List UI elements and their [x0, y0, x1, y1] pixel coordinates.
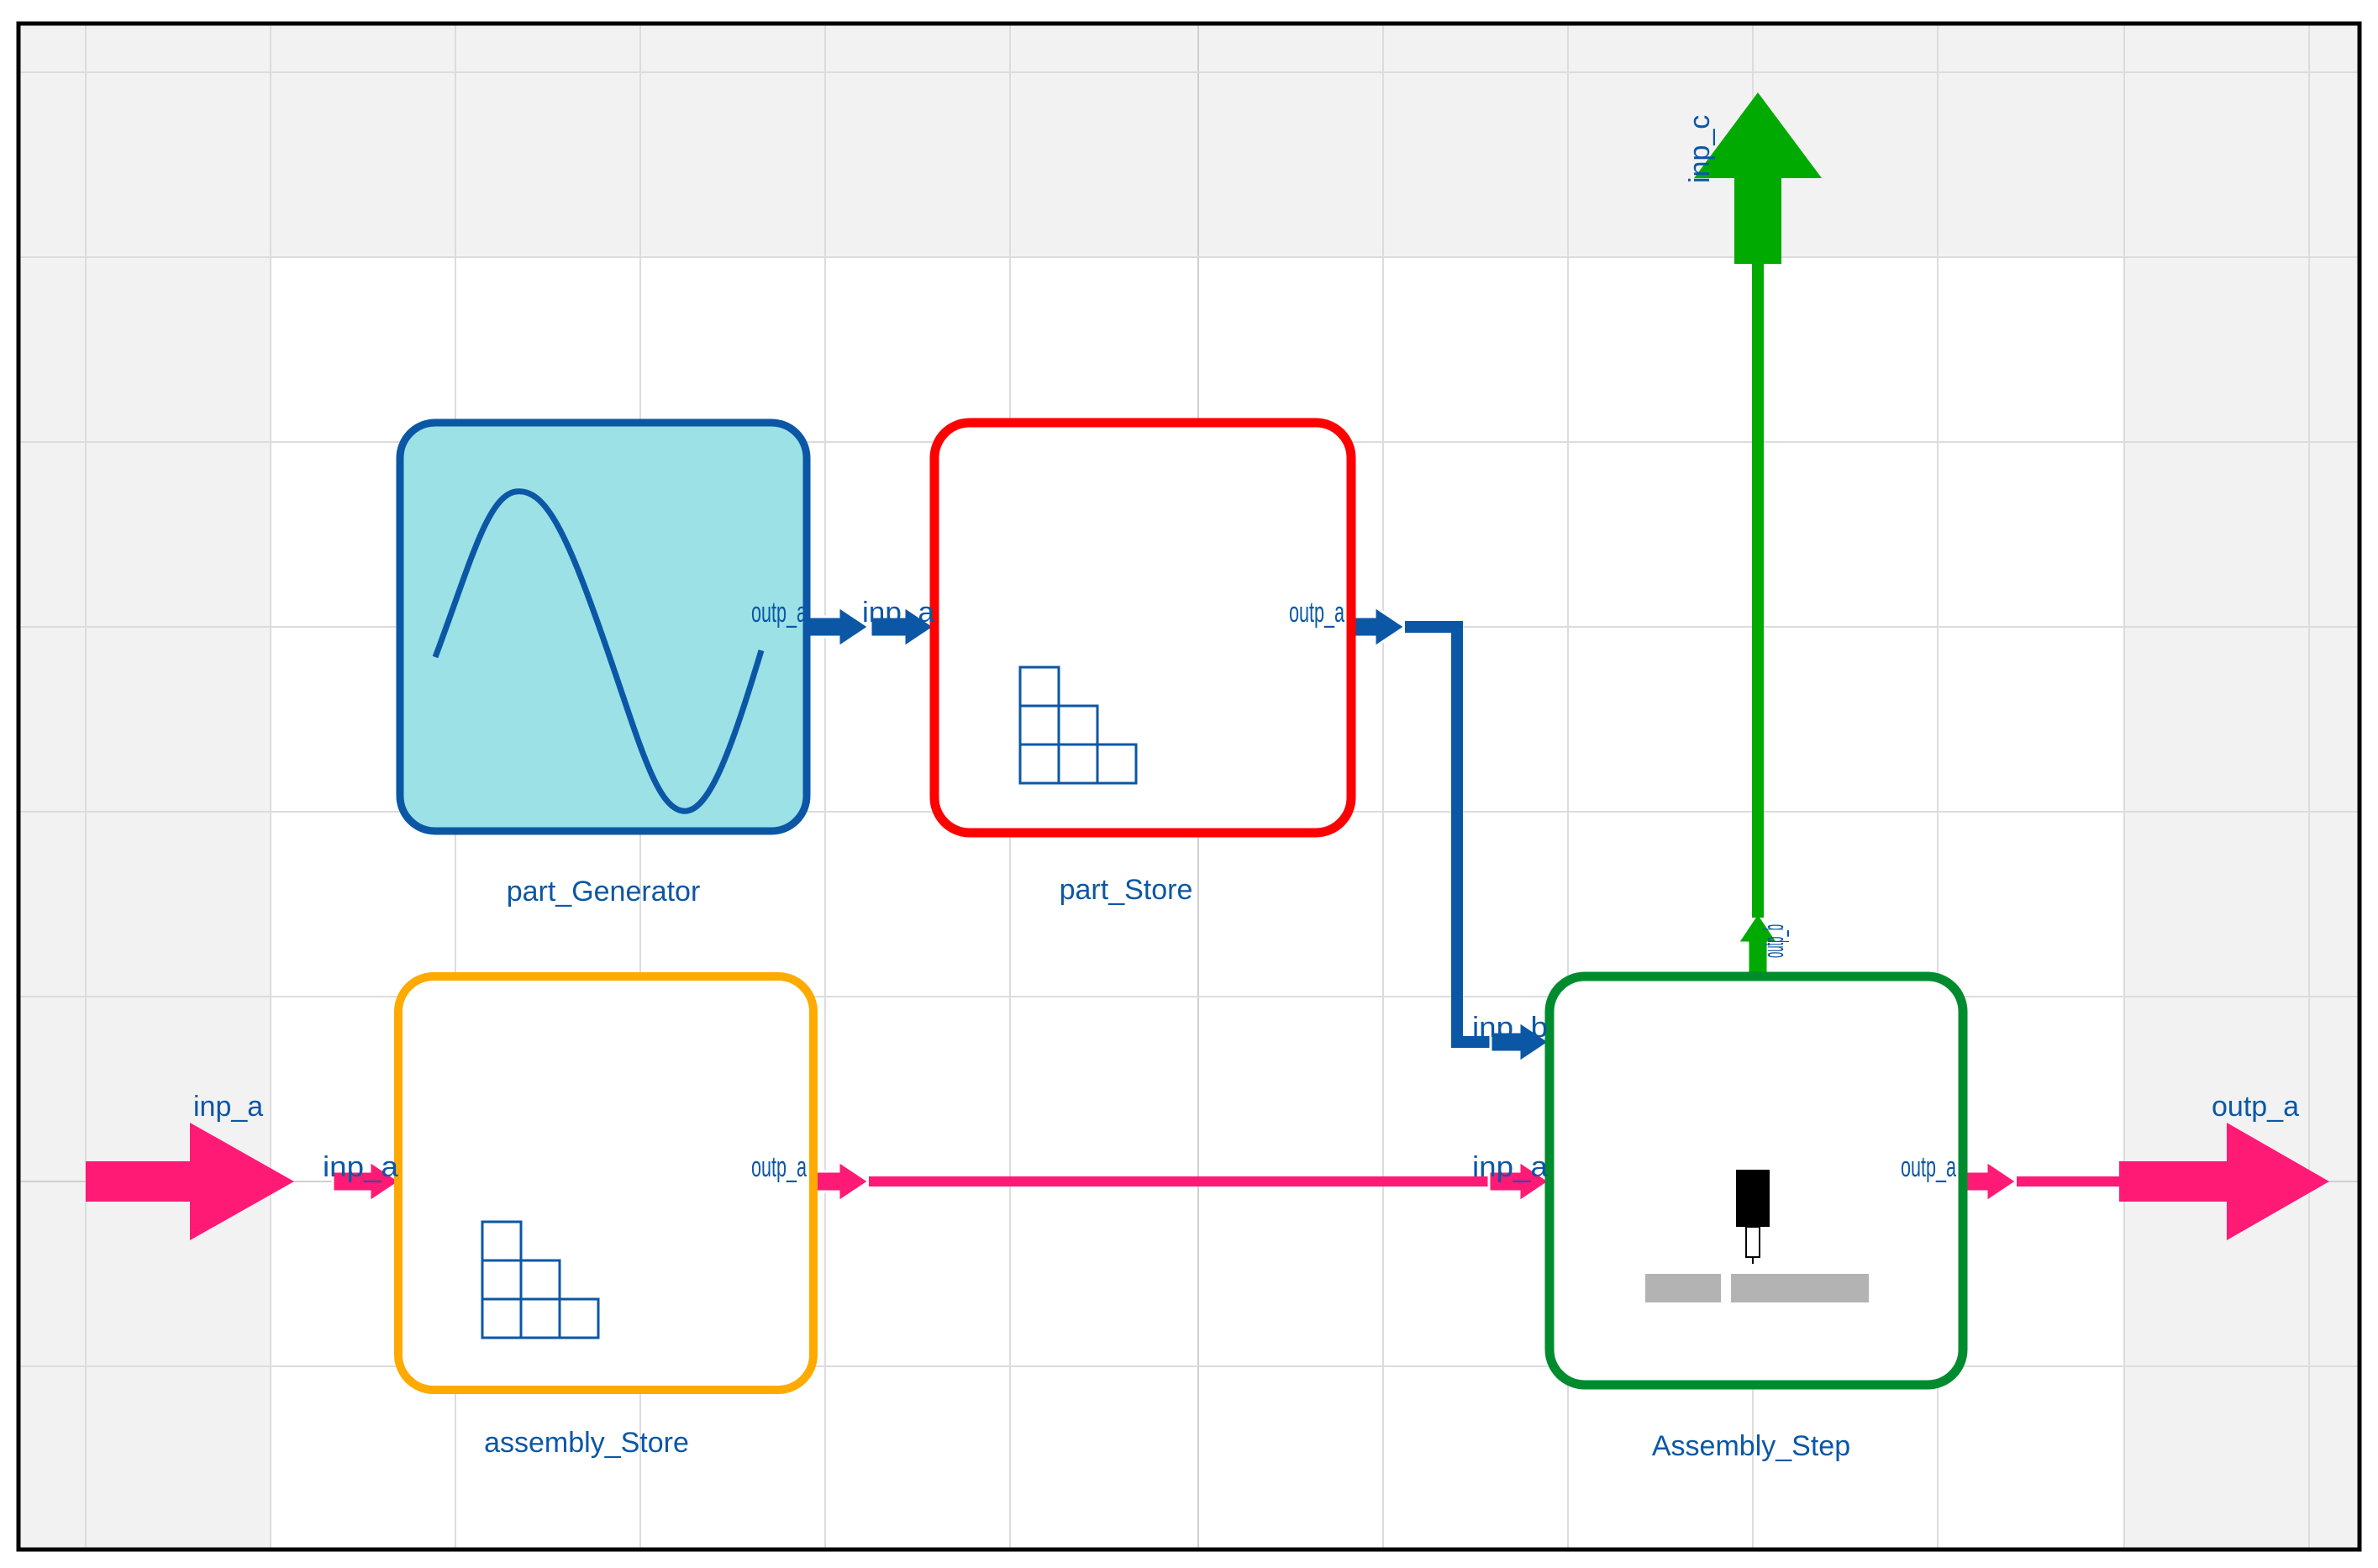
canvas-frame	[16, 21, 2362, 1552]
arrow-icon	[331, 1159, 402, 1204]
arrow-icon	[869, 604, 937, 650]
block-assembly-step-label: Assembly_Step	[1652, 1430, 1850, 1462]
assembly-store-out-port-label: outp_a	[751, 1151, 807, 1183]
block-assembly-step[interactable]: Assembly_Step	[1544, 971, 1968, 1462]
arrow-icon	[803, 604, 871, 650]
assembly-step-in-port-a-label: inp_a	[1472, 1151, 1548, 1183]
arrow-icon	[1487, 1159, 1552, 1204]
connection-assembly-store-to-step[interactable]	[803, 1159, 1552, 1204]
assembly-store-in-port-label: inp_a	[323, 1151, 398, 1183]
block-assembly-store-body	[394, 972, 818, 1394]
press-tool-icon	[1645, 1170, 1869, 1302]
arrow-icon	[1489, 1019, 1552, 1065]
block-assembly-store[interactable]: assembly_Store	[394, 972, 818, 1459]
block-part-store-label: part_Store	[1060, 874, 1193, 906]
connection-generator-to-store[interactable]	[803, 604, 937, 650]
generator-out-port-label: outp_a	[751, 597, 807, 629]
external-port-outp-a-label: outp_a	[2212, 1091, 2299, 1123]
block-part-generator[interactable]: part_Generator	[396, 418, 811, 908]
sine-wave-icon	[432, 488, 765, 814]
connection-store-to-assembly-step[interactable]	[1339, 604, 1552, 1065]
connection-step-to-top-output[interactable]	[1694, 92, 1822, 976]
block-part-store[interactable]: part_Store	[929, 418, 1356, 906]
external-output-arrow-icon	[2119, 1123, 2329, 1240]
external-port-inp-a-label: inp_a	[193, 1091, 263, 1123]
staircase-grid-icon	[1018, 666, 1138, 785]
block-part-generator-label: part_Generator	[507, 876, 701, 908]
arrow-icon	[1735, 910, 1781, 976]
external-port-inp-c-label: inp_c	[1684, 115, 1716, 183]
assembly-step-out-port-a-label: outp_a	[1901, 1151, 1956, 1183]
assembly-step-in-port-b-label: inp_b	[1472, 1012, 1548, 1044]
part-store-out-port-label: outp_a	[1289, 597, 1344, 629]
external-output-arrow-icon	[1694, 92, 1822, 264]
connection-input-to-assembly-store[interactable]	[86, 1123, 402, 1240]
connection-line	[1405, 621, 1504, 1048]
part-store-in-port-label: inp_a	[862, 597, 934, 629]
staircase-grid-icon	[481, 1220, 600, 1339]
block-part-generator-body	[396, 418, 811, 835]
block-assembly-store-label: assembly_Store	[484, 1427, 689, 1459]
port-labels: inp_a outp_a inp_c outp_a inp_a outp_a i…	[193, 115, 2299, 1183]
block-part-store-body	[929, 418, 1356, 838]
assembly-step-out-port-b-label: outp_b	[1758, 924, 1790, 958]
external-input-arrow-icon	[86, 1123, 294, 1240]
